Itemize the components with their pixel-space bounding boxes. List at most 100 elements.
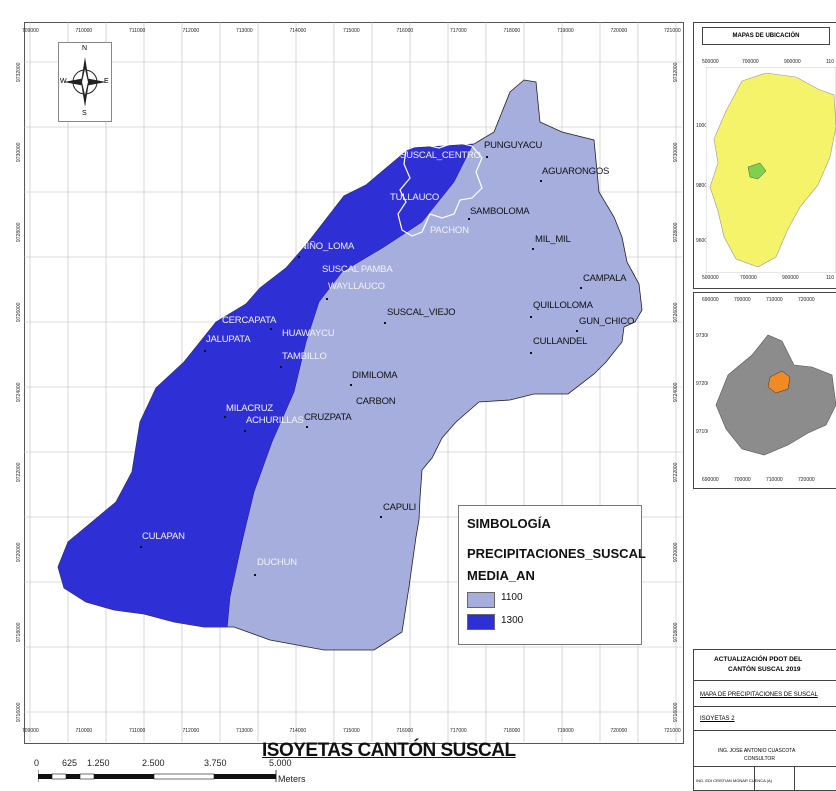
place-label: SAMBOLOMA — [470, 206, 530, 217]
y-tick-label: 9722000 — [673, 462, 679, 482]
project-title-line2: CANTÓN SUSCAL 2019 — [728, 666, 801, 673]
x-tick-label: 714000 — [289, 28, 307, 34]
compass-rose-icon — [64, 57, 106, 107]
place-label: CARBON — [356, 396, 396, 407]
place-label: CERCAPATA — [222, 315, 277, 326]
place-label: JALUPATA — [206, 334, 251, 345]
x-tick-label: 716000 — [396, 28, 414, 34]
legend-heading: SIMBOLOGÍA — [467, 516, 551, 531]
place-label: DIMILOMA — [352, 370, 398, 381]
place-label: PACHON — [430, 225, 469, 236]
x-tick-label: 719000 — [557, 28, 574, 34]
east-label: E — [104, 78, 109, 85]
place-label: MILACRUZ — [226, 403, 273, 414]
x-tick-label: 717000 — [450, 28, 467, 34]
legend-layer: PRECIPITACIONES_SUSCAL — [467, 546, 646, 561]
legend-swatch-1100 — [467, 592, 495, 608]
ecuador-map — [706, 67, 836, 273]
legend-value-1300: 1300 — [501, 615, 524, 626]
place-label: TAMBILLO — [282, 351, 327, 362]
y-tick-label: 9724000 — [16, 382, 22, 402]
x-tick-label: 715000 — [343, 728, 360, 734]
place-label: QUILLOLOMA — [533, 300, 593, 311]
x-tick-label: 711000 — [129, 28, 146, 34]
location-maps-heading: MAPAS DE UBICACIÓN — [702, 27, 830, 45]
legend-value-1100: 1100 — [501, 592, 523, 603]
place-label: CAPULI — [383, 502, 417, 513]
x-tick-label: 720000 — [610, 728, 628, 734]
y-tick-label: 9726000 — [16, 302, 22, 322]
y-tick-label: 9724000 — [673, 382, 679, 402]
main-map-frame — [24, 22, 684, 744]
x-tick-label: 712000 — [182, 728, 200, 734]
place-label: GUN_CHICO — [579, 316, 635, 327]
title-block: ACTUALIZACIÓN PDOT DEL CANTÓN SUSCAL 201… — [693, 649, 836, 791]
location-map-province: 690000 700000 710000 720000 9730000 9720… — [693, 292, 836, 489]
project-title-line1: ACTUALIZACIÓN PDOT DEL — [714, 656, 803, 663]
place-label: AGUARONGOS — [542, 166, 610, 177]
y-tick-label: 9732000 — [673, 62, 679, 82]
x-tick-label: 710000 — [75, 728, 93, 734]
scale-unit: Meters — [278, 774, 306, 784]
legend-field: MEDIA_AN — [467, 568, 535, 583]
scale-bar-graphic — [38, 770, 277, 782]
north-label: N — [82, 45, 88, 52]
y-tick-label: 9730000 — [673, 142, 679, 162]
place-label: WAYLLAUCO — [328, 281, 385, 292]
north-arrow: N S W E — [58, 42, 112, 122]
y-tick-label: 9730000 — [16, 142, 22, 162]
place-label: CRUZPATA — [304, 412, 352, 423]
y-tick-label: 9718000 — [16, 622, 22, 642]
map-name: MAPA DE PRECIPITACIONES DE SUSCAL — [700, 692, 818, 698]
place-label: ACHURILLAS — [246, 415, 304, 426]
place-label: SUSCAL_CENTRO — [400, 150, 481, 161]
x-tick-label: 713000 — [236, 28, 253, 34]
y-tick-label: 9728000 — [16, 222, 22, 242]
place-label: HUAWAYCU — [282, 328, 335, 339]
x-tick-label: 710000 — [75, 28, 93, 34]
place-label: SUSCAL PAMBA — [322, 264, 393, 275]
place-label: SUSCAL_VIEJO — [387, 307, 456, 318]
legend: SIMBOLOGÍA PRECIPITACIONES_SUSCAL MEDIA_… — [458, 505, 646, 645]
south-label: S — [82, 110, 87, 117]
x-tick-label: 711000 — [129, 728, 146, 734]
place-label: MIL_MIL — [535, 234, 571, 245]
place-label: PUNGUYACU — [484, 140, 543, 151]
consultant-role: CONSULTOR — [744, 756, 775, 762]
x-tick-label: 718000 — [503, 28, 521, 34]
place-label: TULLAUCO — [390, 192, 440, 203]
place-label: NIÑO_LOMA — [300, 241, 355, 252]
province-map — [708, 305, 836, 473]
y-tick-label: 9726000 — [673, 302, 679, 322]
x-tick-label: 715000 — [343, 28, 360, 34]
legend-swatch-1300 — [467, 614, 495, 630]
place-label: CULLANDEL — [533, 336, 588, 347]
y-tick-label: 9720000 — [673, 542, 679, 562]
y-tick-label: 9718000 — [673, 622, 679, 642]
urban-area-outline — [397, 141, 483, 237]
x-tick-label: 712000 — [182, 28, 200, 34]
y-tick-label: 9722000 — [16, 462, 22, 482]
y-tick-label: 9716000 — [16, 702, 22, 722]
x-tick-label: 709000 — [22, 28, 39, 34]
x-tick-label: 718000 — [503, 728, 521, 734]
main-map — [24, 22, 682, 742]
map-code: ISOYETAS 2 — [700, 716, 735, 722]
scale-bar: 0 625 1.250 2.500 3.750 5.000 Meters — [34, 758, 334, 788]
y-tick-label: 9720000 — [16, 542, 22, 562]
place-label: CAMPALA — [583, 273, 627, 284]
west-label: W — [60, 78, 67, 85]
x-tick-label: 720000 — [610, 28, 628, 34]
x-tick-label: 717000 — [450, 728, 467, 734]
map-title: ISOYETAS CANTÓN SUSCAL — [262, 740, 516, 761]
y-tick-label: 9716000 — [673, 702, 679, 722]
y-tick-label: 9728000 — [673, 222, 679, 242]
place-label: CULAPAN — [142, 531, 185, 542]
x-tick-label: 716000 — [396, 728, 414, 734]
x-tick-label: 721000 — [664, 28, 681, 34]
x-tick-label: 721000 — [664, 728, 681, 734]
location-map-country: MAPAS DE UBICACIÓN 500000 700000 900000 … — [693, 22, 836, 289]
x-tick-label: 719000 — [557, 728, 574, 734]
x-tick-label: 713000 — [236, 728, 253, 734]
